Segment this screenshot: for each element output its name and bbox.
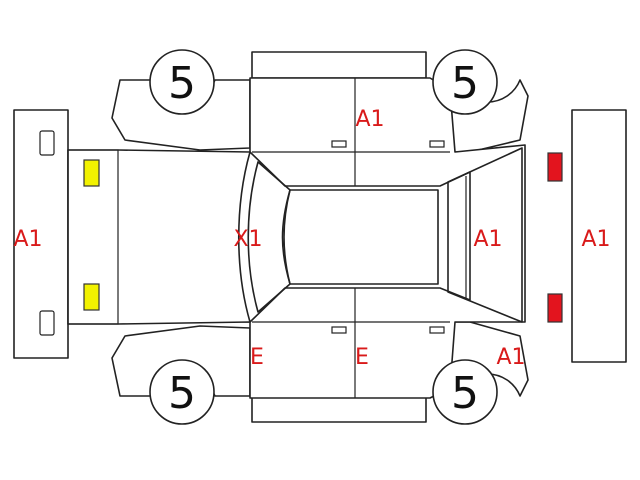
damage-hood: X1 [233,227,262,252]
cabin-glass [237,147,523,323]
tire-rear-right-label: 5 [451,368,479,419]
tire-front-left-label: 5 [168,58,196,109]
front-bumper [13,109,69,359]
damage-front-bumper: A1 [13,227,42,252]
damage-rear-window: A1 [473,227,502,252]
damage-roof-upper: A1 [355,107,384,132]
rear-bumper [571,109,627,363]
tire-rear-right: 5 [432,359,498,425]
tire-rear-left-label: 5 [451,58,479,109]
damage-rear-bumper: A1 [581,227,610,252]
front-left-headlight [83,159,100,187]
damage-lower-left-door: E [250,345,264,370]
front-right-headlight [83,283,100,311]
rear-right-taillight [547,293,563,323]
damage-lower-right-door: E [355,345,369,370]
tire-front-left: 5 [149,49,215,115]
damage-rear-quarter-lower: A1 [496,345,525,370]
tire-rear-left: 5 [432,49,498,115]
tire-front-right-label: 5 [168,368,196,419]
rear-left-taillight [547,152,563,182]
side-sills [251,51,427,423]
tire-front-right: 5 [149,359,215,425]
